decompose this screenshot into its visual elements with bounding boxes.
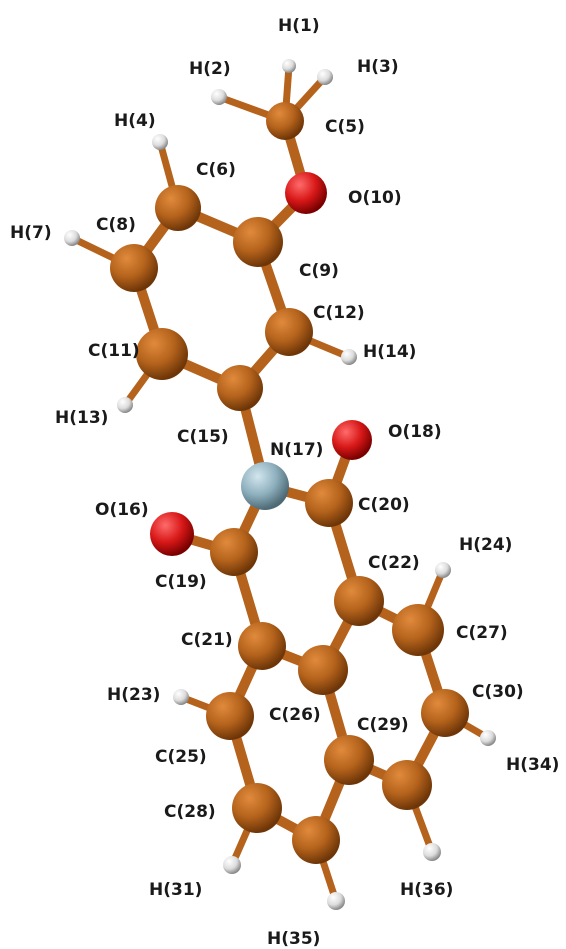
atom-c20: [305, 479, 353, 527]
atom-c30: [421, 689, 469, 737]
atom-h23: [173, 689, 189, 705]
labels-layer: H(1) H(2) H(3) H(4) C(5) C(6) H(7) C(8) C(9) O(10…: [10, 16, 559, 949]
atom-h4: [152, 134, 168, 150]
atom-label-c11: C(11): [88, 341, 140, 361]
atom-label-c5: C(5): [325, 117, 365, 137]
atom-label-h14: H(14): [363, 342, 416, 362]
atom-h14: [341, 349, 357, 365]
atom-h24: [435, 562, 451, 578]
atom-label-c27: C(27): [456, 623, 508, 643]
atom-label-c21: C(21): [181, 630, 233, 650]
atom-c28: [232, 783, 282, 833]
atom-label-n17: N(17): [270, 440, 323, 460]
atom-label-c26: C(26): [269, 705, 321, 725]
atom-label-h2: H(2): [189, 59, 231, 79]
atom-label-h36: H(36): [400, 880, 453, 900]
atom-label-c28: C(28): [164, 802, 216, 822]
atom-label-o18: O(18): [388, 422, 442, 442]
atom-h13: [117, 397, 133, 413]
atom-label-h35: H(35): [267, 929, 320, 949]
atom-h31: [223, 856, 241, 874]
atom-label-c12: C(12): [313, 303, 365, 323]
atom-label-h34: H(34): [506, 755, 559, 775]
atom-c25: [206, 692, 254, 740]
atom-label-c9: C(9): [299, 261, 339, 281]
atom-h1: [282, 59, 296, 73]
atoms-layer: [64, 59, 496, 910]
atom-c36x: [382, 760, 432, 810]
atom-c11: [136, 328, 188, 380]
atom-h34: [480, 730, 496, 746]
atom-label-c19: C(19): [155, 572, 207, 592]
atom-label-h4: H(4): [114, 111, 156, 131]
atom-o18: [332, 420, 372, 460]
atom-c26: [298, 645, 348, 695]
atom-o16: [150, 512, 194, 556]
atom-label-o16: O(16): [95, 500, 149, 520]
atom-c35x: [292, 816, 340, 864]
atom-label-h23: H(23): [107, 685, 160, 705]
atom-c15: [217, 365, 263, 411]
atom-h2: [211, 89, 227, 105]
atom-label-h1: H(1): [278, 16, 320, 36]
atom-label-c22: C(22): [368, 553, 420, 573]
atom-c5: [266, 102, 304, 140]
atom-h3: [317, 69, 333, 85]
atom-h36: [423, 843, 441, 861]
atom-label-c8: C(8): [96, 215, 136, 235]
atom-c9: [233, 217, 283, 267]
atom-o10: [285, 172, 327, 214]
atom-h35: [327, 892, 345, 910]
atom-n17: [241, 462, 289, 510]
atom-label-h13: H(13): [55, 408, 108, 428]
atom-label-h3: H(3): [357, 57, 399, 77]
atom-label-h24: H(24): [459, 535, 512, 555]
atom-label-c30: C(30): [472, 682, 524, 702]
atom-c22: [334, 576, 384, 626]
atom-c8: [110, 244, 158, 292]
atom-label-c15: C(15): [177, 427, 229, 447]
atom-c27: [392, 604, 444, 656]
atom-c21: [238, 622, 286, 670]
atom-label-c20: C(20): [358, 495, 410, 515]
atom-h7: [64, 230, 80, 246]
atom-c12: [265, 308, 313, 356]
atom-c19: [210, 528, 258, 576]
atom-label-c29: C(29): [357, 715, 409, 735]
atom-label-h7: H(7): [10, 223, 52, 243]
atom-label-h31: H(31): [149, 880, 202, 900]
atom-label-o10: O(10): [348, 188, 402, 208]
atom-c29: [324, 735, 374, 785]
atom-label-c6: C(6): [196, 160, 236, 180]
atom-label-c25: C(25): [155, 747, 207, 767]
atom-c6: [155, 185, 201, 231]
